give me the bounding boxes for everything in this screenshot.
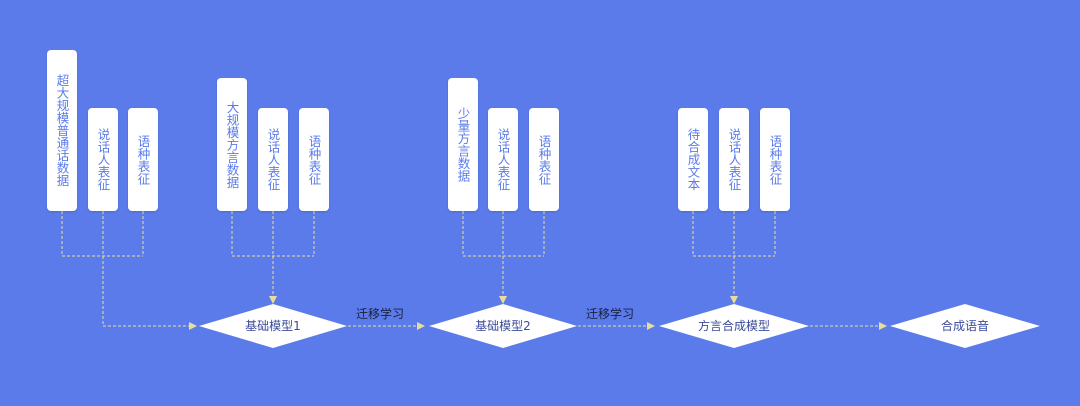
- edge-label-transfer-learning-2: 迁移学习: [586, 307, 635, 321]
- card-language-embedding: 语种表征: [299, 108, 329, 211]
- card-small-dialect-data: 少量方言数据: [448, 78, 478, 211]
- card-speaker-embedding: 说话人表征: [719, 108, 749, 211]
- card-speaker-embedding: 说话人表征: [258, 108, 288, 211]
- node-diamond-2: [429, 304, 577, 348]
- card-speaker-embedding: 说话人表征: [488, 108, 518, 211]
- card-text-to-synthesize: 待合成文本: [678, 108, 708, 211]
- card-mandarin-data: 超大规模普通话数据: [47, 50, 77, 211]
- edge-label-transfer-learning-1: 迁移学习: [356, 307, 405, 321]
- node-label-synthesized-speech: 合成语音: [940, 319, 989, 333]
- card-language-embedding: 语种表征: [529, 108, 559, 211]
- node-diamond-4: [890, 304, 1040, 348]
- node-label-dialect-tts-model: 方言合成模型: [697, 319, 770, 333]
- card-large-dialect-data: 大规模方言数据: [217, 78, 247, 211]
- card-language-embedding: 语种表征: [128, 108, 158, 211]
- node-label-base-model-2: 基础模型2: [475, 319, 531, 333]
- node-diamond-3: [659, 304, 809, 348]
- card-language-embedding: 语种表征: [760, 108, 790, 211]
- card-speaker-embedding: 说话人表征: [88, 108, 118, 211]
- node-label-base-model-1: 基础模型1: [245, 319, 301, 333]
- node-diamond-1: [199, 304, 347, 348]
